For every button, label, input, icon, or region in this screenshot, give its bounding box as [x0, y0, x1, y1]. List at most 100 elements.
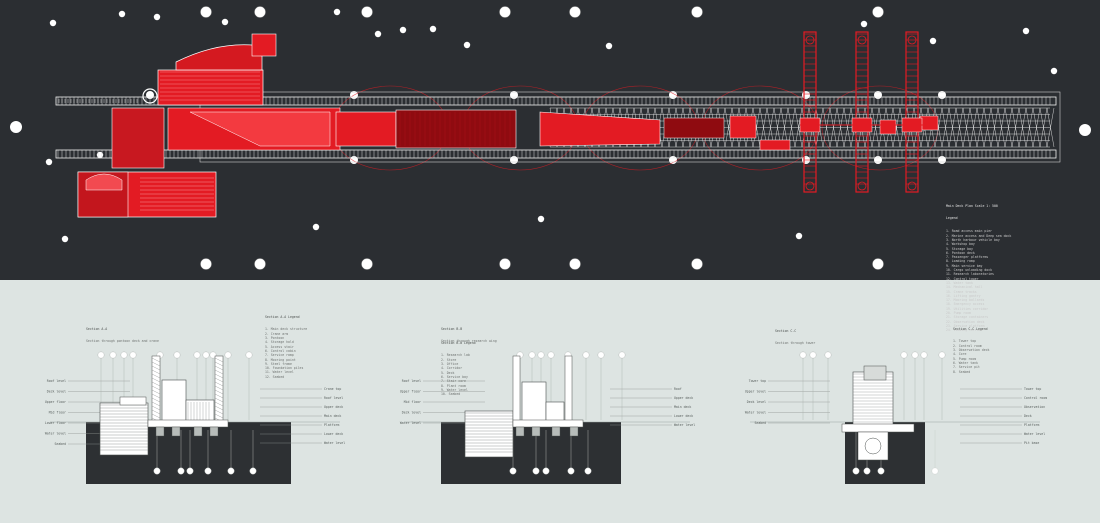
grid-bubble	[863, 467, 871, 475]
plan-legend-item: 23. Service platform	[946, 323, 985, 328]
level-label-right: Observation	[1024, 405, 1045, 409]
section-legend-item: 1. Research lab	[441, 353, 470, 358]
mast-brace	[214, 393, 224, 399]
level-label-left: Seabed	[754, 421, 766, 425]
level-label-right: Tower top	[1024, 387, 1041, 391]
red-module-small	[919, 115, 939, 131]
level-label-left: Tower top	[749, 379, 766, 383]
star	[1022, 27, 1030, 35]
mast-brace	[151, 409, 161, 415]
section-legend-item: 1. Main deck structure	[265, 327, 308, 332]
tower-body	[521, 381, 547, 423]
plan-legend-item: 6. Pontoon deck	[946, 250, 975, 255]
pontoon-float	[515, 426, 525, 437]
section-legend-item: 4. Storage hold	[265, 340, 294, 345]
section-legend-item: 5. Access stair	[265, 344, 294, 349]
turning-circle	[142, 88, 158, 104]
crane-wheel	[805, 35, 815, 45]
control-room	[863, 365, 887, 381]
star	[795, 232, 803, 240]
pontoon-float	[531, 426, 541, 437]
mast-brace	[151, 385, 161, 391]
plan-legend-title: Main Deck Plan Scale 1: 500	[946, 203, 998, 208]
level-label-right: Upper deck	[674, 396, 693, 400]
red-module	[729, 115, 757, 139]
section-legend-item: 10. Seabed	[441, 392, 461, 397]
section-legend-item: 3. Observation deck	[953, 348, 990, 353]
pontoon-float	[209, 426, 219, 437]
curved-roof	[85, 173, 123, 191]
level-label-right: Pit base	[1024, 441, 1039, 445]
tower-block	[251, 33, 277, 57]
level-label-right: Roof level	[324, 396, 343, 400]
grid-bubble	[920, 351, 928, 359]
level-label-right: Water level	[1024, 432, 1045, 436]
grid-bubble	[618, 351, 626, 359]
red-hull-wedge	[189, 111, 331, 147]
grid-bubble-left	[10, 121, 22, 133]
plan-legend-item: 14. Mechanical hall	[946, 285, 983, 290]
level-label-right: Water level	[324, 441, 345, 445]
level-label-right: Platform	[1024, 423, 1039, 427]
plan-legend-subtitle: Legend	[946, 216, 958, 221]
plan-legend-item: 21. Storage containers	[946, 315, 989, 320]
pontoon-float	[171, 426, 181, 437]
star	[537, 215, 545, 223]
crane-mast	[564, 355, 573, 425]
deck-structure	[545, 401, 565, 423]
grid-bubble	[931, 467, 939, 475]
star	[429, 25, 437, 33]
grid-bubble	[509, 467, 517, 475]
section-a-title: Section A-A	[86, 326, 108, 331]
mast-brace	[214, 397, 224, 403]
grid-bubble	[537, 351, 545, 359]
grid-markers	[10, 6, 1091, 270]
mast-brace	[214, 385, 224, 391]
plan-legend-item: 7. Passenger platforms	[946, 255, 989, 260]
plan-legend-item: 8. Loading ramp	[946, 259, 975, 264]
grid-bubble	[824, 351, 832, 359]
crane-wheel	[907, 35, 917, 45]
grid-bubble	[193, 351, 201, 359]
plan-legend-item: 17. Mooring bollards	[946, 298, 985, 303]
level-label-left: Mid floor	[49, 411, 66, 415]
grid-bubble	[120, 351, 128, 359]
grid-bubble	[209, 351, 217, 359]
grid-bubble	[109, 351, 117, 359]
plan-legend-item: 1. Road access main pier	[946, 229, 993, 234]
grid-bubble	[799, 351, 807, 359]
section-a-heading: Section A-A Section through pontoon deck…	[86, 318, 159, 348]
mast-brace	[151, 389, 161, 395]
star	[61, 235, 69, 243]
level-label-right: Lower deck	[674, 414, 693, 418]
plan-legend-item: 2. Marine access and Deep sea dock	[946, 233, 1012, 238]
star	[118, 10, 126, 18]
section-a-legend: Section A-A Legend 1. Main deck structur…	[265, 306, 307, 383]
mast-brace	[151, 401, 161, 407]
plan-legend-item: 5. Storage bay	[946, 246, 973, 251]
dark-red-module	[663, 117, 725, 139]
level-label-right: Roof	[674, 387, 682, 391]
grid-bubble-bottom	[361, 258, 373, 270]
plan-legend-item: 19. Utilities corridor	[946, 306, 989, 311]
mast-brace	[214, 413, 224, 419]
grid-bubble	[852, 467, 860, 475]
plan-legend-item: 20. Pump room	[946, 311, 971, 316]
section-legend-item: 7. Service ramp	[265, 353, 294, 358]
grid-bubble	[245, 351, 253, 359]
plan-legend-item: 11. Research laboratories	[946, 272, 994, 277]
plan-legend-item: 16. Lifting gantry	[946, 293, 981, 298]
level-label-left: Roof level	[402, 379, 421, 383]
section-c-title: Section C-C	[775, 328, 797, 333]
grid-bubble	[224, 351, 232, 359]
star	[312, 223, 320, 231]
level-label-left: Lower floor	[45, 421, 66, 425]
section-legend-item: 5. Deck	[441, 370, 455, 375]
level-label-left: Seabed	[54, 442, 66, 446]
pump-room	[857, 431, 889, 461]
plan-legend-item: 22. Observation deck	[946, 319, 985, 324]
